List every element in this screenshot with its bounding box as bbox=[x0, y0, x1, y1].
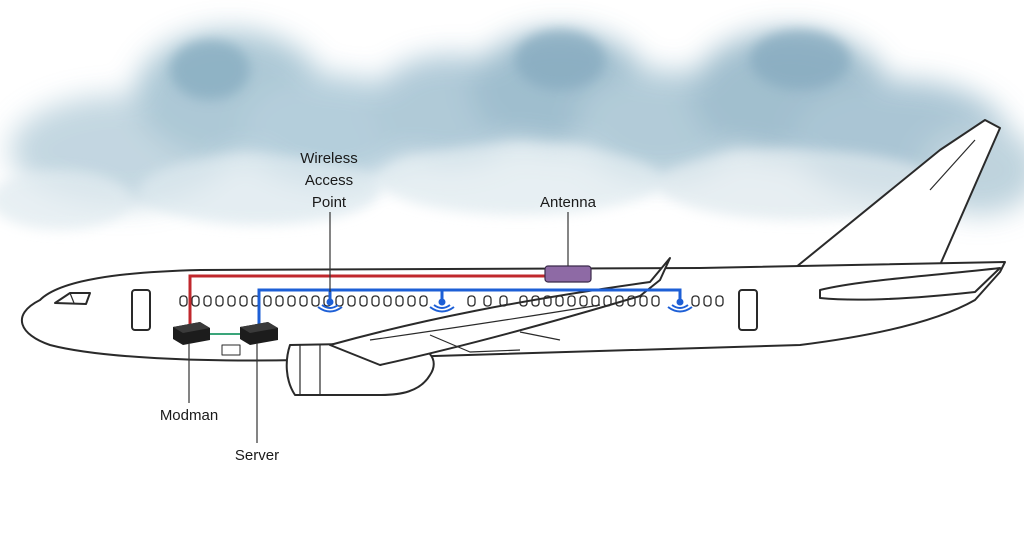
wireless-access-point-label: Wireless Access Point bbox=[289, 148, 369, 214]
wifi-access-point-icon bbox=[429, 298, 455, 313]
wap-label-line-3: Point bbox=[311, 194, 347, 211]
cargo-door bbox=[221, 344, 241, 356]
cabin-windows bbox=[179, 295, 724, 307]
antenna-unit bbox=[544, 265, 592, 283]
wap-label-line-2: Access bbox=[304, 172, 354, 189]
red-cable bbox=[188, 274, 545, 330]
wing bbox=[329, 257, 671, 366]
wap-label-line-1: Wireless bbox=[300, 150, 358, 167]
modman-device bbox=[173, 322, 210, 345]
front-door bbox=[131, 289, 151, 331]
wifi-access-point-icon bbox=[667, 298, 693, 313]
horizontal-stabilizer bbox=[819, 267, 1001, 301]
antenna-label: Antenna bbox=[540, 194, 596, 211]
wifi-access-point-icon bbox=[317, 298, 343, 313]
cloud-bank bbox=[0, 30, 1024, 230]
modman-label: Modman bbox=[159, 407, 219, 424]
blue-cable bbox=[257, 288, 682, 330]
rear-door bbox=[738, 289, 758, 331]
server-device bbox=[240, 322, 278, 345]
server-label: Server bbox=[234, 447, 280, 464]
